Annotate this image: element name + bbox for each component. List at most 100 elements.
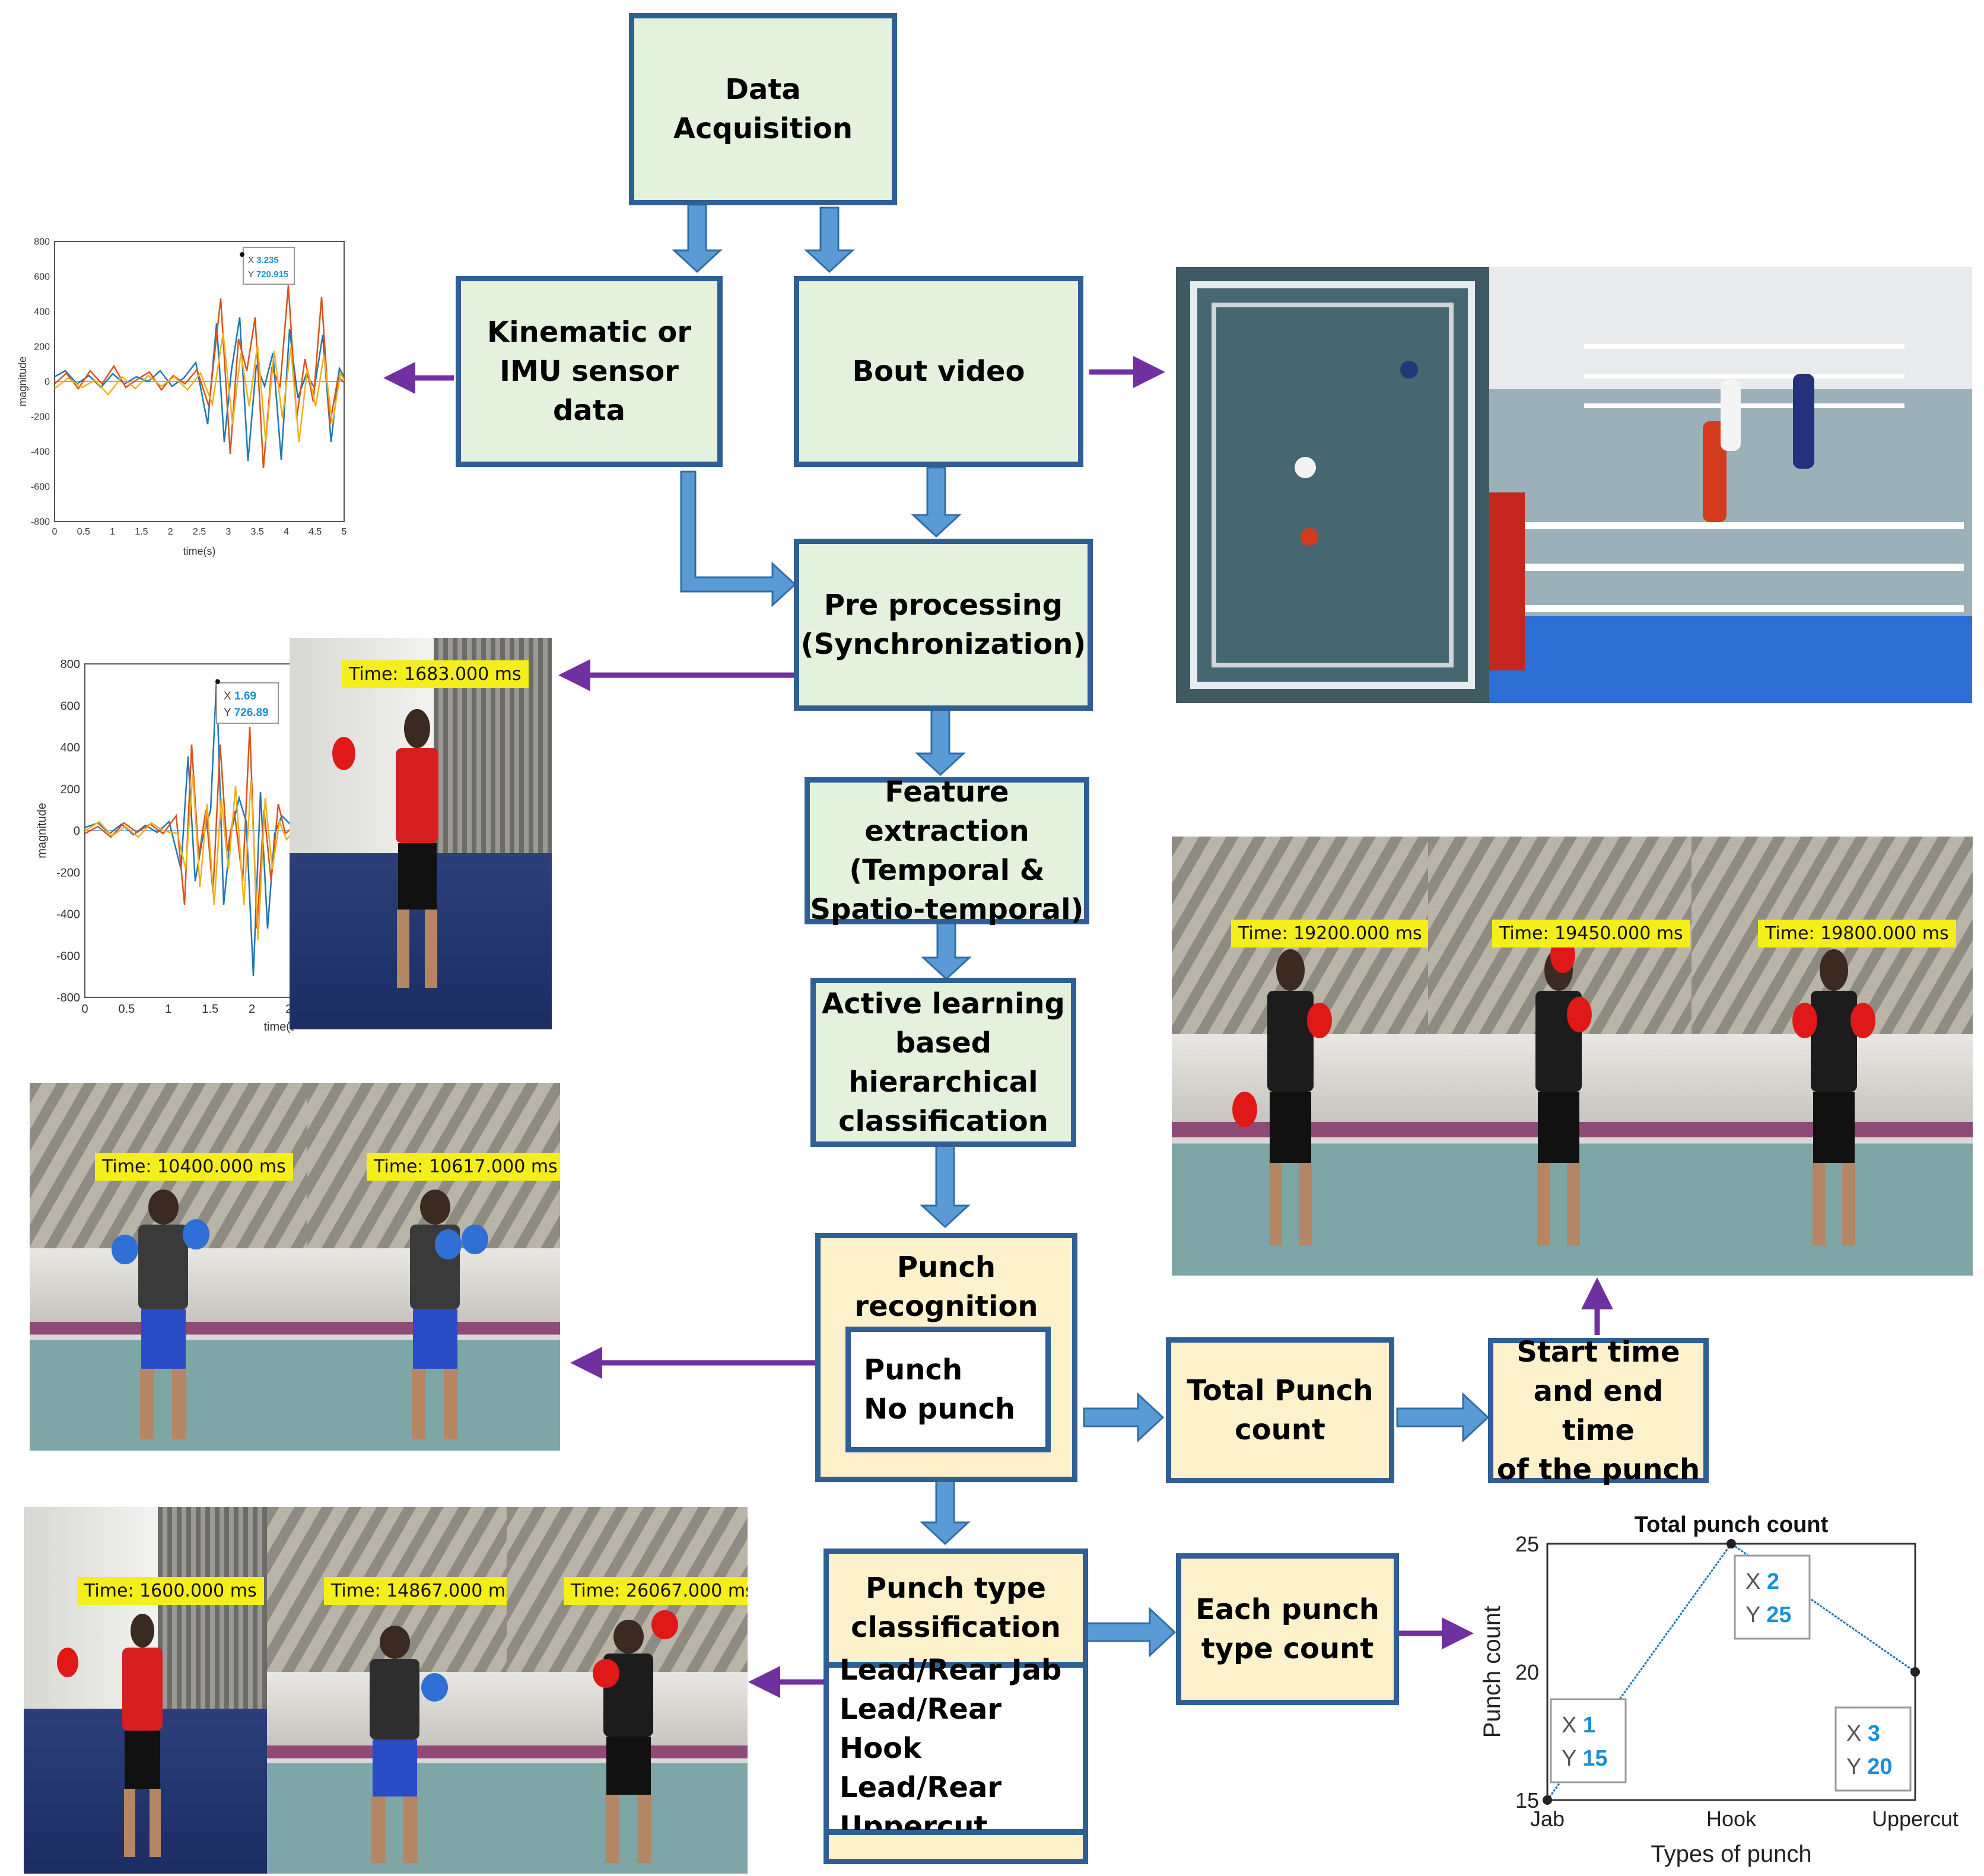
box-punch-type-title: Punch type classification [851, 1572, 1061, 1644]
x-tick-label: 1.5 [135, 527, 148, 537]
y-tick-label: -600 [56, 950, 80, 963]
x-tick-label: 0.5 [118, 1003, 135, 1016]
boxer-figure [332, 709, 456, 988]
box-pre-processing-label: Pre processing (Synchronization) [800, 589, 1086, 661]
x-tick-label: Hook [1706, 1807, 1757, 1831]
photo-bout-top-view [1176, 267, 1489, 703]
flow-arrow-kin-pre [680, 470, 797, 608]
chart1-datatip-y: 720.915 [256, 269, 288, 279]
box-bout-video-label: Bout video [852, 355, 1025, 388]
x-tick-label: 4 [284, 527, 289, 537]
flow-arrow-pre-feature [915, 708, 966, 777]
flow-arrow-feature-active [921, 921, 972, 981]
x-tick-label: 2 [168, 527, 173, 537]
chart2-datatip-xl: X [224, 690, 231, 702]
photo-start-frame-3: Time: 19800.000 ms [1692, 837, 1973, 1276]
box-punch-recognition-title: Punch recognition [854, 1251, 1038, 1323]
x-tick-label: 0 [81, 1003, 88, 1016]
photo-type-frame-2: Time: 14867.000 ms [267, 1507, 507, 1874]
y-tick-label: 0 [74, 825, 80, 838]
chart3-ylabel: Punch count [1479, 1606, 1505, 1738]
box-data-acquisition: Data Acquisition [629, 13, 897, 205]
datatip: X 3Y 20 [1834, 1706, 1912, 1792]
chart3-xlabel: Types of punch [1651, 1841, 1811, 1867]
timestamp-type-2: Time: 14867.000 ms [324, 1577, 507, 1605]
flow-arrow-recog-type [920, 1479, 971, 1546]
y-tick-label: 0 [44, 377, 50, 387]
y-tick-label: 200 [34, 342, 50, 352]
timestamp-type-3: Time: 26067.000 ms [564, 1577, 748, 1605]
box-punch-type-list: Lead/Rear Jab Lead/Rear Hook Lead/Rear U… [824, 1654, 1088, 1843]
chart3-title: Total punch count [1635, 1512, 1829, 1537]
x-tick-label: 1 [165, 1003, 171, 1016]
y-tick-label: -600 [31, 482, 50, 492]
data-point [1910, 1667, 1920, 1677]
x-tick-label: 3 [225, 527, 231, 537]
x-tick-label: 1.5 [202, 1003, 218, 1016]
y-tick-label: 800 [61, 658, 80, 671]
flow-arrow-active-recog [920, 1144, 971, 1229]
flow-arrow-acq-kinematic [672, 204, 723, 274]
x-tick-label: 0 [52, 527, 58, 537]
chart2-xlabel: time(s) [263, 1020, 294, 1034]
timestamp-sync: Time: 1683.000 ms [342, 660, 529, 688]
data-point [1543, 1795, 1552, 1805]
y-tick-label: -800 [31, 517, 50, 527]
y-tick-label: 800 [34, 237, 50, 247]
svg-text:Y 726.89: Y 726.89 [224, 707, 269, 719]
timestamp-start-2: Time: 19450.000 ms [1492, 920, 1690, 947]
chart1-datatip-yl: Y [248, 269, 254, 279]
timestamp-type-1: Time: 1600.000 ms [77, 1577, 264, 1605]
datatip-x: X 2 [1745, 1569, 1779, 1594]
flow-arrow-recog-total [1083, 1392, 1165, 1443]
photo-bout-ring [1489, 267, 1972, 703]
punch-type-cream-strip [824, 1830, 1088, 1864]
photo-recog-frame-2: Time: 10617.000 ms [307, 1083, 560, 1451]
y-tick-label: 400 [61, 742, 80, 755]
chart2-series-orange [84, 726, 294, 929]
y-tick-label: -400 [56, 908, 80, 921]
box-active-learning: Active learning based hierarchical class… [810, 978, 1076, 1147]
box-bout-video: Bout video [794, 276, 1083, 467]
datatip-y: Y 20 [1846, 1754, 1893, 1779]
y-tick-label: -200 [56, 866, 80, 879]
flow-arrow-acq-bout [804, 206, 855, 274]
x-tick-label: 5 [342, 527, 347, 537]
y-tick-label: -200 [31, 412, 50, 422]
chart1-datatip-xl: X [248, 255, 254, 265]
x-tick-label: Uppercut [1872, 1807, 1958, 1831]
chart2-series-yellow [84, 774, 294, 941]
punch-type-list-label: Lead/Rear Jab Lead/Rear Hook Lead/Rear U… [840, 1654, 1062, 1843]
svg-text:X 3.235: X 3.235 [248, 255, 279, 265]
punch-options-label: Punch No punch [864, 1353, 1016, 1426]
y-tick-label: 20 [1515, 1660, 1539, 1684]
box-kinematic-sensor-data: Kinematic or IMU sensor data [456, 276, 723, 467]
photo-sync-boxer: Time: 1683.000 ms [290, 638, 552, 1029]
x-tick-label: 2 [249, 1003, 255, 1016]
box-feature-extraction-label: Feature extraction (Temporal & Spatio-te… [810, 775, 1084, 926]
photo-start-frame-1: Time: 19200.000 ms [1172, 837, 1428, 1276]
chart2-ylabel: magnitude [36, 803, 49, 858]
y-tick-label: 200 [61, 783, 80, 796]
box-data-acquisition-label: Data Acquisition [673, 73, 853, 145]
photo-type-frame-3: Time: 26067.000 ms [507, 1507, 748, 1874]
ring-referee [1721, 380, 1741, 451]
top-view-boxer-white [1295, 457, 1316, 478]
datatip-x: X 1 [1562, 1713, 1595, 1738]
datatip: X 1 Y 15 [1550, 1698, 1627, 1783]
box-total-punch-count-label: Total Punch count [1187, 1374, 1373, 1446]
ring-boxer-blue [1793, 374, 1814, 469]
x-tick-label: Jab [1530, 1807, 1565, 1831]
x-tick-label: 2.5 [193, 527, 206, 537]
datatip-y: Y 15 [1562, 1746, 1608, 1771]
timestamp-start-1: Time: 19200.000 ms [1231, 920, 1428, 947]
x-tick-label: 0.5 [77, 527, 90, 537]
chart2-datatip-yl: Y [224, 707, 231, 719]
box-total-punch-count: Total Punch count [1166, 1337, 1394, 1483]
box-pre-processing: Pre processing (Synchronization) [794, 539, 1093, 711]
timestamp-recog-1: Time: 10400.000 ms [95, 1153, 293, 1181]
y-tick-label: -800 [56, 991, 80, 1004]
